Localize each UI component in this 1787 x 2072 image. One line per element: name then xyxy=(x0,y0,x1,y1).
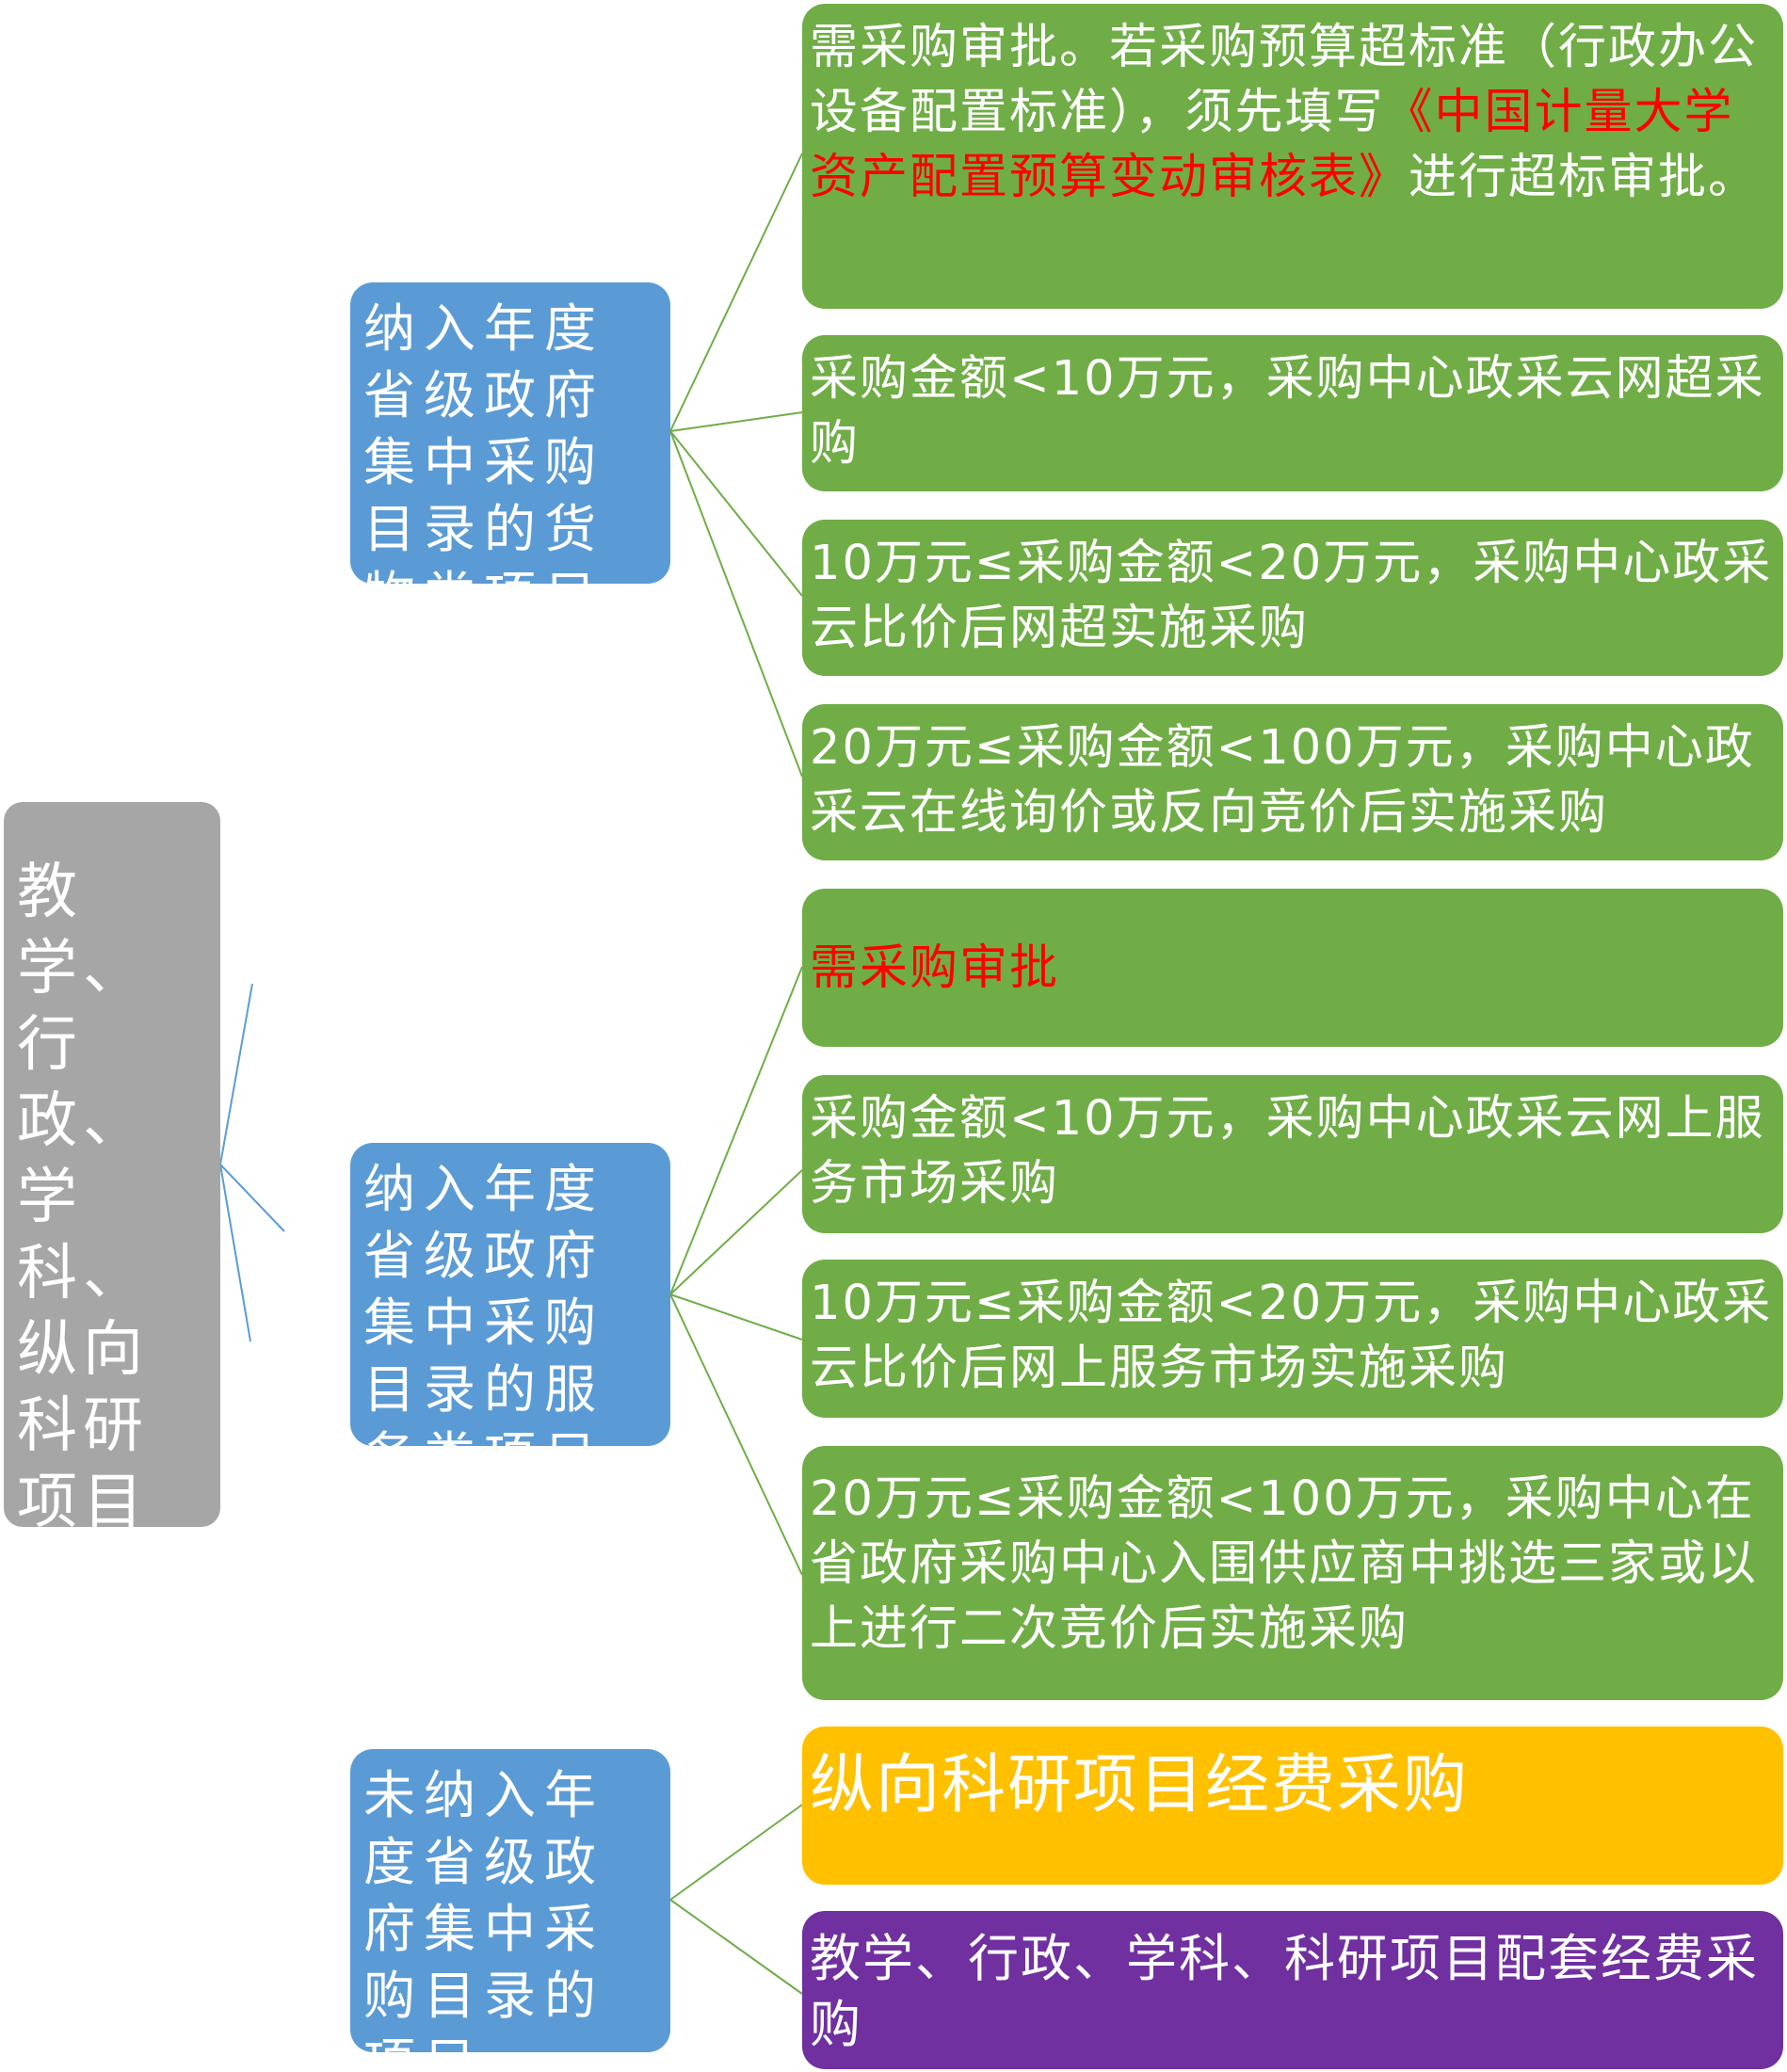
leaf-text-part: 需采购审批。若采购预算超标准（行政办公设备配置标准），须先填写 xyxy=(810,20,1759,140)
group-node-other: 未纳入年度省级政府集中采购目录的项目 xyxy=(350,1749,670,2052)
leaf-services-10w-20w: 10万元≤采购金额<20万元，采购中心政采云比价后网上服务市场实施采购 xyxy=(802,1260,1783,1418)
root-label: 教学、行政、学科、纵向科研项目及其自筹经费采购 xyxy=(17,858,149,1527)
root-connector xyxy=(219,1164,251,1342)
leaf-matching-funds: 教学、行政、学科、科研项目配套经费采购 xyxy=(802,1911,1783,2069)
leaf-connector xyxy=(669,153,803,432)
leaf-text-part: 进行超标审批。 xyxy=(1409,150,1759,205)
leaf-connector xyxy=(669,1899,803,1995)
form-name-text: 《中国计量大学资产配置预算变动审核表》 xyxy=(810,85,1734,205)
leaf-text: 教学、行政、学科、科研项目配套经费采购 xyxy=(810,1929,1759,2054)
group-node-services: 纳入年度省级政府集中采购目录的服务类项目 xyxy=(350,1143,670,1446)
leaf-text: 20万元≤采购金额<100万元，采购中心在省政府采购中心入围供应商中挑选三家或以… xyxy=(810,1471,1759,1657)
leaf-text: 采购金额<10万元，采购中心政采云网上服务市场采购 xyxy=(810,1091,1765,1212)
group-label: 纳入年度省级政府集中采购目录的货物类项目 xyxy=(363,298,605,584)
leaf-services-approval: 需采购审批 xyxy=(802,889,1783,1047)
leaf-goods-under-10w: 采购金额<10万元，采购中心政采云网超采购 xyxy=(802,335,1783,491)
leaf-connector xyxy=(669,1293,803,1341)
group-node-goods: 纳入年度省级政府集中采购目录的货物类项目 xyxy=(350,282,670,584)
leaf-goods-20w-100w: 20万元≤采购金额<100万元，采购中心政采云在线询价或反向竞价后实施采购 xyxy=(802,704,1783,860)
leaf-text: 需采购审批 xyxy=(810,940,1060,996)
root-connector xyxy=(219,1164,285,1232)
leaf-services-20w-100w: 20万元≤采购金额<100万元，采购中心在省政府采购中心入围供应商中挑选三家或以… xyxy=(802,1446,1783,1700)
root-node: 教学、行政、学科、纵向科研项目及其自筹经费采购 xyxy=(4,802,220,1527)
leaf-goods-approval: 需采购审批。若采购预算超标准（行政办公设备配置标准），须先填写《中国计量大学资产… xyxy=(802,4,1783,309)
root-connector xyxy=(219,983,253,1165)
leaf-text: 10万元≤采购金额<20万元，采购中心政采云比价后网超实施采购 xyxy=(810,536,1773,656)
leaf-connector xyxy=(669,1169,803,1295)
leaf-connector xyxy=(669,430,803,778)
leaf-connector xyxy=(669,1293,803,1576)
leaf-connector xyxy=(669,411,803,432)
leaf-text: 需采购审批。若采购预算超标准（行政办公设备配置标准），须先填写《中国计量大学资产… xyxy=(810,20,1758,205)
leaf-research-funds: 纵向科研项目经费采购 xyxy=(802,1727,1783,1885)
leaf-text: 10万元≤采购金额<20万元，采购中心政采云比价后网上服务市场实施采购 xyxy=(810,1276,1773,1396)
group-label: 纳入年度省级政府集中采购目录的服务类项目 xyxy=(363,1159,605,1446)
leaf-connector xyxy=(669,430,803,597)
leaf-connector xyxy=(669,966,803,1295)
leaf-goods-10w-20w: 10万元≤采购金额<20万元，采购中心政采云比价后网超实施采购 xyxy=(802,520,1783,676)
leaf-text: 纵向科研项目经费采购 xyxy=(810,1748,1470,1823)
leaf-services-under-10w: 采购金额<10万元，采购中心政采云网上服务市场采购 xyxy=(802,1075,1783,1233)
leaf-text: 20万元≤采购金额<100万元，采购中心政采云在线询价或反向竞价后实施采购 xyxy=(810,720,1755,841)
leaf-text: 采购金额<10万元，采购中心政采云网超采购 xyxy=(810,351,1765,472)
group-label: 未纳入年度省级政府集中采购目录的项目 xyxy=(363,1765,605,2052)
leaf-connector xyxy=(669,1804,803,1901)
